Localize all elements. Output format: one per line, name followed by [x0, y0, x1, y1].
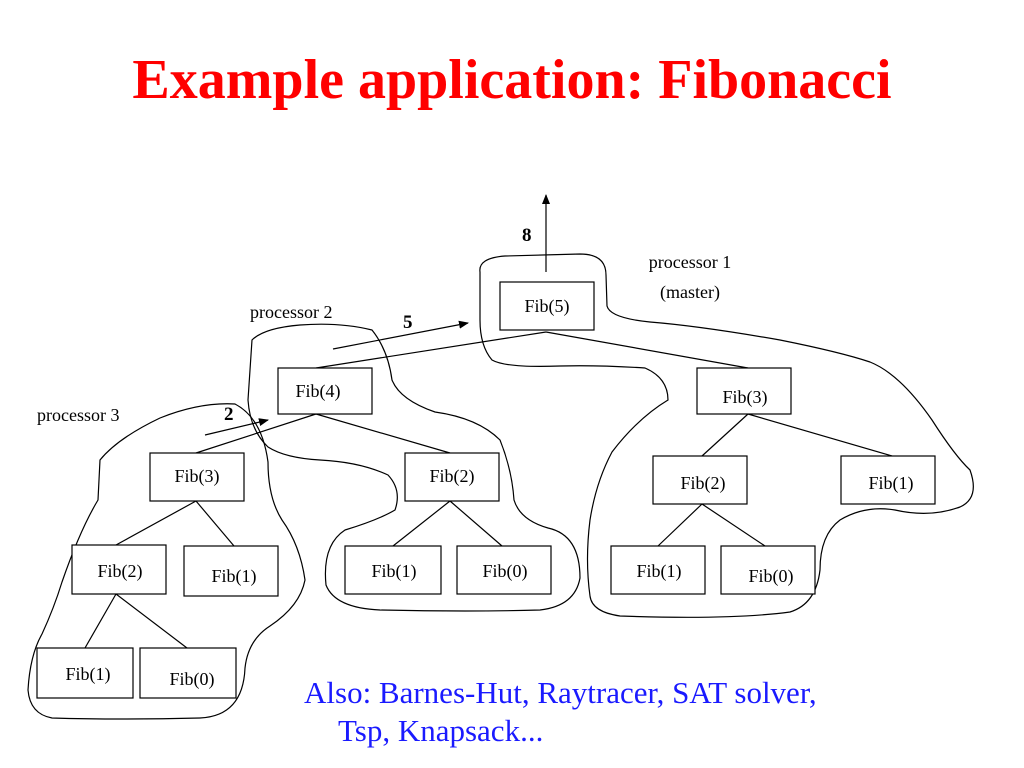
node-box-fib1-mid — [344, 545, 442, 595]
result-2-label: 2 — [224, 404, 234, 425]
edge-fib4-fib2-mid — [315, 413, 451, 454]
edge-fib2-mid-fib0-mid — [449, 500, 503, 547]
node-box-fib2-left — [71, 544, 167, 595]
result-arrow-5 — [332, 320, 469, 350]
node-fib1-bottom: Fib(1) — [66, 664, 111, 685]
processor-1-label: processor 1 — [649, 252, 731, 272]
processor-1-region — [479, 253, 974, 618]
node-fib1-rbottom: Fib(1) — [637, 561, 682, 582]
node-box-fib2-mid — [404, 452, 500, 502]
node-fib0-bottom: Fib(0) — [170, 669, 215, 690]
footer-note: Also: Barnes-Hut, Raytracer, SAT solver,… — [304, 674, 1004, 750]
node-box-fib1-left — [183, 545, 279, 597]
processor-1-master-label: (master) — [660, 282, 720, 303]
node-fib4: Fib(4) — [296, 381, 341, 402]
edge-fib2-left-fib1-bottom — [84, 593, 117, 649]
result-8-label: 8 — [522, 225, 532, 246]
footer-line-2: Tsp, Knapsack... — [338, 713, 544, 748]
node-box-fib4 — [277, 367, 373, 415]
edge-fib2-right-fib0-rbottom — [701, 503, 766, 547]
node-box-fib5 — [499, 281, 595, 331]
node-fib0-rbottom: Fib(0) — [749, 566, 794, 587]
node-fib5: Fib(5) — [525, 296, 570, 317]
edge-fib2-right-fib1-rbottom — [657, 503, 703, 547]
edge-fib3-right-fib1-right — [747, 413, 893, 457]
node-fib1-right: Fib(1) — [869, 473, 914, 494]
edge-fib5-fib3-right — [545, 331, 749, 369]
node-fib1-mid: Fib(1) — [372, 561, 417, 582]
edge-fib3-left-fib2-left — [115, 500, 197, 546]
node-box-fib3-right — [696, 367, 792, 415]
result-arrow-2 — [204, 418, 269, 436]
edge-fib5-fib4 — [315, 331, 547, 369]
processor-2-label: processor 2 — [250, 302, 332, 322]
processor-3-label: processor 3 — [37, 405, 119, 425]
footer-line-1: Also: Barnes-Hut, Raytracer, SAT solver, — [304, 675, 817, 710]
node-box-fib2-right — [652, 455, 748, 505]
edge-fib3-right-fib2-right — [701, 413, 749, 457]
node-box-fib0-rbottom — [720, 545, 816, 595]
node-box-fib0-mid — [456, 545, 552, 595]
edge-fib2-left-fib0-bottom — [115, 593, 188, 649]
slide-title: Example application: Fibonacci — [132, 49, 892, 111]
node-box-fib1-right — [840, 455, 936, 505]
node-box-fib1-rbottom — [610, 545, 706, 595]
node-fib2-right: Fib(2) — [681, 473, 726, 494]
processor-2-region — [247, 323, 581, 612]
node-fib3-left: Fib(3) — [175, 466, 220, 487]
edge-fib2-mid-fib1-mid — [392, 500, 451, 547]
edge-fib3-left-fib1-left — [195, 500, 235, 547]
node-fib1-left: Fib(1) — [212, 566, 257, 587]
node-fib2-left: Fib(2) — [98, 561, 143, 582]
edge-fib4-fib3-left — [195, 413, 317, 454]
node-box-fib1-bottom — [36, 647, 134, 699]
node-box-fib3-left — [149, 452, 245, 502]
node-fib0-mid: Fib(0) — [483, 561, 528, 582]
node-fib3-right: Fib(3) — [723, 387, 768, 408]
result-5-label: 5 — [403, 312, 413, 333]
processor-3-region — [27, 403, 306, 720]
node-box-fib0-bottom — [139, 647, 237, 699]
node-fib2-mid: Fib(2) — [430, 466, 475, 487]
